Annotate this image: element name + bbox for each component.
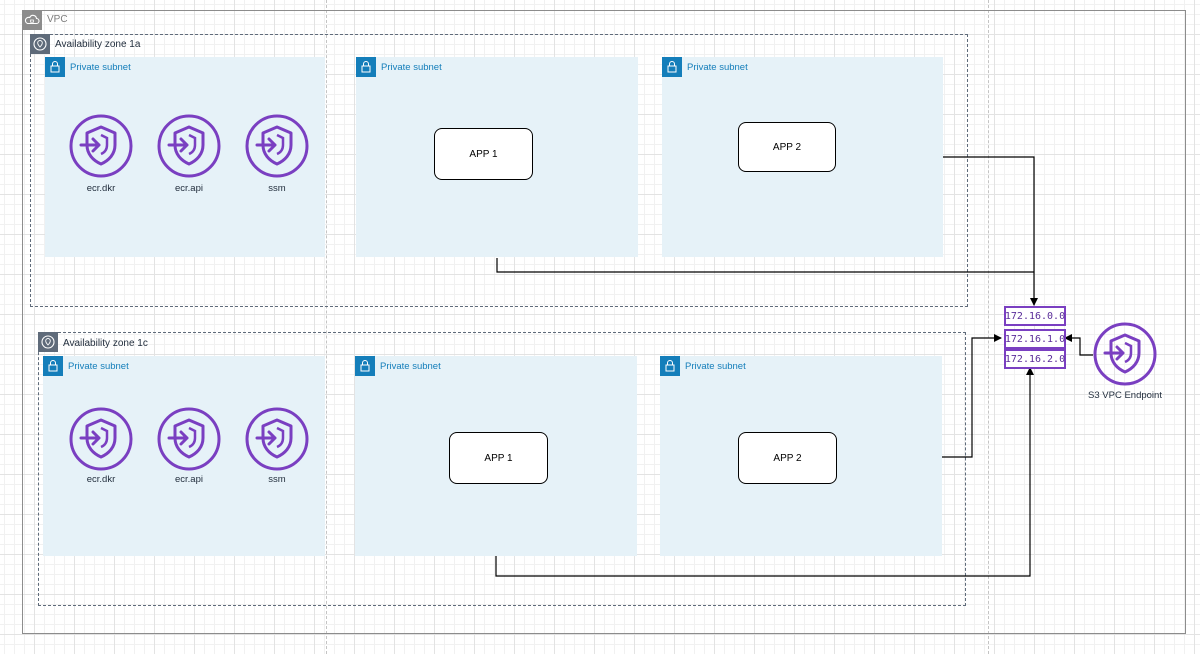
vpc-label: VPC bbox=[47, 14, 68, 25]
app-1-box[interactable]: APP 1 bbox=[434, 128, 533, 180]
padlock-icon bbox=[43, 356, 63, 376]
connector-app1-1a bbox=[496, 258, 1034, 273]
padlock-icon bbox=[356, 57, 376, 77]
endpoint-label: ecr.api bbox=[175, 183, 203, 194]
s3-endpoint-label: S3 VPC Endpoint bbox=[1088, 390, 1162, 401]
availability-zone-1a[interactable] bbox=[30, 34, 968, 307]
availability-zone-1c[interactable] bbox=[38, 332, 966, 606]
cidr-route[interactable]: 172.16.2.0 bbox=[1004, 349, 1066, 369]
endpoint-label: ssm bbox=[268, 474, 286, 485]
padlock-icon bbox=[45, 57, 65, 77]
vpc-cloud-icon bbox=[22, 10, 42, 30]
subnet-label: Private subnet bbox=[68, 361, 129, 372]
s3-endpoint-shield-icon[interactable] bbox=[1093, 322, 1157, 386]
connector-s3-endpoint bbox=[1064, 334, 1093, 356]
endpoint-label: ecr.api bbox=[175, 474, 203, 485]
app-2-box[interactable]: APP 2 bbox=[738, 122, 836, 172]
subnet-label: Private subnet bbox=[380, 361, 441, 372]
location-pin-icon bbox=[38, 332, 58, 352]
app-2-box[interactable]: APP 2 bbox=[738, 432, 837, 484]
padlock-icon bbox=[662, 57, 682, 77]
location-pin-icon bbox=[30, 34, 50, 54]
shield-arrow-icon[interactable] bbox=[69, 114, 133, 178]
page-guide bbox=[326, 0, 327, 654]
app-1-box[interactable]: APP 1 bbox=[449, 432, 548, 484]
subnet-label: Private subnet bbox=[685, 361, 746, 372]
shield-arrow-icon[interactable] bbox=[157, 407, 221, 471]
subnet-label: Private subnet bbox=[70, 62, 131, 73]
shield-arrow-icon[interactable] bbox=[69, 407, 133, 471]
padlock-icon bbox=[660, 356, 680, 376]
zone-label: Availability zone 1c bbox=[63, 338, 148, 349]
subnet-label: Private subnet bbox=[381, 62, 442, 73]
connector-app2-1a bbox=[943, 156, 1038, 306]
page-guide bbox=[988, 0, 989, 654]
padlock-icon bbox=[355, 356, 375, 376]
endpoint-label: ssm bbox=[268, 183, 286, 194]
shield-arrow-icon[interactable] bbox=[157, 114, 221, 178]
endpoint-label: ecr.dkr bbox=[86, 474, 116, 485]
connector-app1-1c bbox=[495, 367, 1034, 577]
shield-arrow-icon[interactable] bbox=[245, 407, 309, 471]
cidr-route[interactable]: 172.16.1.0 bbox=[1004, 329, 1066, 349]
endpoint-label: ecr.dkr bbox=[86, 183, 116, 194]
vpc-group[interactable] bbox=[22, 10, 1186, 634]
connector-app2-1c bbox=[942, 334, 1002, 458]
shield-arrow-icon[interactable] bbox=[245, 114, 309, 178]
cidr-route[interactable]: 172.16.0.0 bbox=[1004, 306, 1066, 326]
zone-label: Availability zone 1a bbox=[55, 39, 141, 50]
subnet-label: Private subnet bbox=[687, 62, 748, 73]
